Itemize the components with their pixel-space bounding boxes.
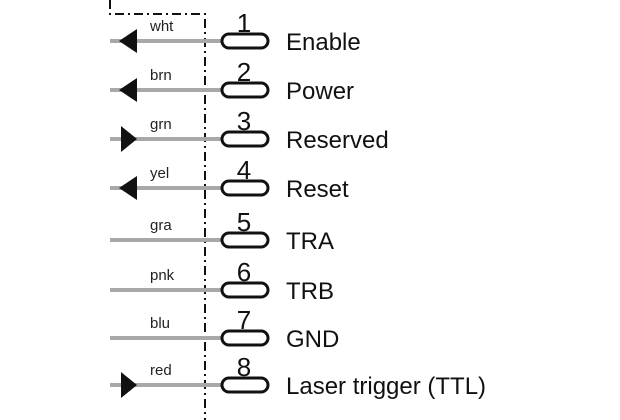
arrow-left-icon <box>119 78 137 102</box>
pin-contact-icon <box>220 231 270 249</box>
wire-color-label: grn <box>150 116 172 133</box>
signal-name: TRA <box>286 228 334 255</box>
wire-color-label: pnk <box>150 267 175 284</box>
wire-color-label: gra <box>150 217 172 234</box>
pin-contact-icon <box>220 32 270 50</box>
arrow-right-icon <box>121 126 137 152</box>
pin-contact-icon <box>220 281 270 299</box>
signal-name: Reserved <box>286 127 389 154</box>
arrow-left-icon <box>119 176 137 200</box>
pin-contact-icon <box>220 376 270 394</box>
wire-color-label: wht <box>149 18 174 35</box>
wire-color-label: yel <box>150 165 169 182</box>
pin-contact-icon <box>220 130 270 148</box>
pin-contact-icon <box>220 81 270 99</box>
pin-contact-icon <box>220 179 270 197</box>
pin-number: 2 <box>237 57 251 87</box>
arrow-left-icon <box>119 29 137 53</box>
arrow-right-icon <box>121 372 137 398</box>
wire-color-label: brn <box>150 67 172 84</box>
pin-number: 7 <box>237 305 251 335</box>
pin-number: 5 <box>237 207 251 237</box>
pin-contact-icon <box>220 329 270 347</box>
signal-name: TRB <box>286 278 334 305</box>
signal-name: GND <box>286 326 339 353</box>
pin-number: 6 <box>237 257 251 287</box>
pin-number: 8 <box>237 352 251 382</box>
pin-number: 3 <box>237 106 251 136</box>
signal-name: Laser trigger (TTL) <box>286 373 486 400</box>
wire-color-label: red <box>150 362 172 379</box>
connector-housing-outline <box>109 0 206 420</box>
pin-number: 1 <box>237 8 251 38</box>
signal-name: Enable <box>286 29 361 56</box>
signal-name: Reset <box>286 176 349 203</box>
wire-color-label: blu <box>150 315 170 332</box>
signal-name: Power <box>286 78 354 105</box>
pin-number: 4 <box>237 155 251 185</box>
